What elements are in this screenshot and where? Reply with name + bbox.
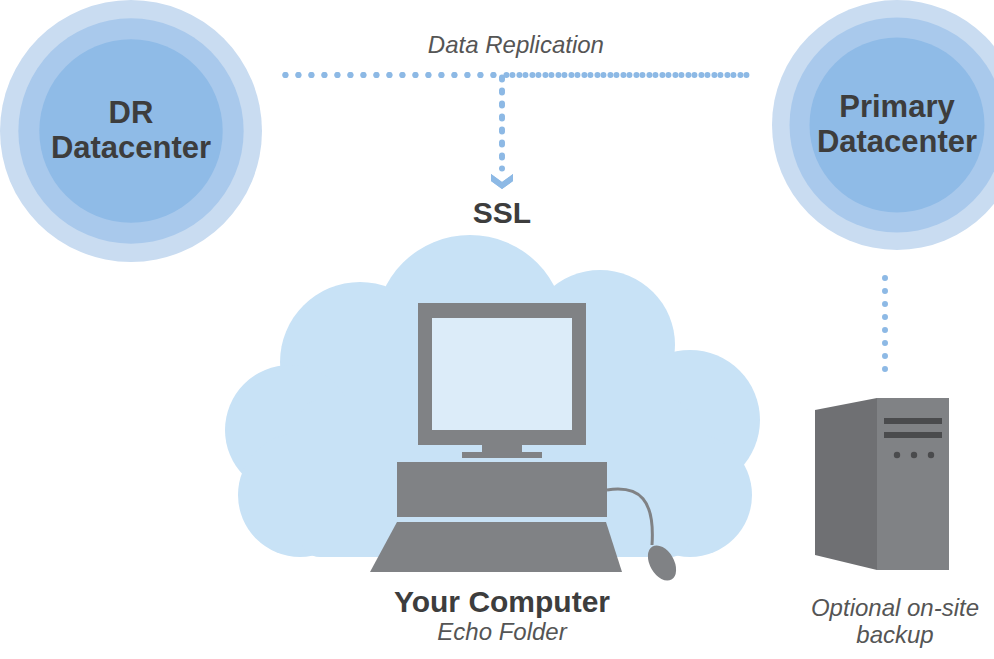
replication-link <box>885 278 886 378</box>
monitor-stand <box>482 445 522 453</box>
replication-link <box>491 75 746 189</box>
monitor <box>418 303 586 445</box>
dotted-line <box>285 72 746 78</box>
drive-slot <box>884 418 942 424</box>
mouse-cable <box>607 489 652 545</box>
node-title: Your Computer <box>232 585 772 619</box>
mouse <box>642 541 682 586</box>
node-title: Optional on-site backup <box>798 595 992 649</box>
node-title: DR Datacenter <box>34 96 228 165</box>
text-box: Primary Datacenter <box>772 0 994 250</box>
computer-illustration <box>225 235 760 585</box>
arrow-head <box>491 174 513 189</box>
dotted-line <box>502 75 746 170</box>
status-light <box>911 452 917 458</box>
middle-ring <box>18 18 243 243</box>
status-light <box>894 452 900 458</box>
datacenter-circle: DR Datacenter <box>0 0 262 262</box>
status-light <box>928 452 934 458</box>
text-box: Your ComputerEcho Folder <box>232 585 772 645</box>
dotted-line <box>285 75 502 170</box>
text-box: Optional on-site backup <box>798 595 992 649</box>
server-illustration <box>815 398 949 570</box>
datacenter-circle: Primary Datacenter <box>772 0 994 250</box>
desktop-case <box>397 462 607 517</box>
cloud <box>225 235 760 570</box>
drive-slot <box>884 432 942 438</box>
server-side <box>815 398 877 570</box>
middle-ring <box>790 18 994 233</box>
node-title: Primary Datacenter <box>805 90 990 159</box>
keyboard <box>370 522 622 572</box>
replication-link <box>285 75 746 76</box>
computer-cloud: Your ComputerEcho Folder <box>232 240 772 655</box>
dotted-line <box>882 278 888 378</box>
protocol-label: SSL <box>473 196 531 230</box>
outer-ring <box>0 0 262 262</box>
arrow-head <box>491 174 513 189</box>
replication-link <box>285 75 513 189</box>
screen <box>432 318 572 430</box>
edge-label: Data Replication <box>428 31 604 59</box>
text-box: DR Datacenter <box>0 0 262 262</box>
server-front <box>877 398 949 570</box>
server-tower: Optional on-site backup <box>798 390 992 655</box>
node-subtitle: Echo Folder <box>232 619 772 646</box>
monitor-base <box>462 452 542 458</box>
outer-ring <box>772 0 994 250</box>
